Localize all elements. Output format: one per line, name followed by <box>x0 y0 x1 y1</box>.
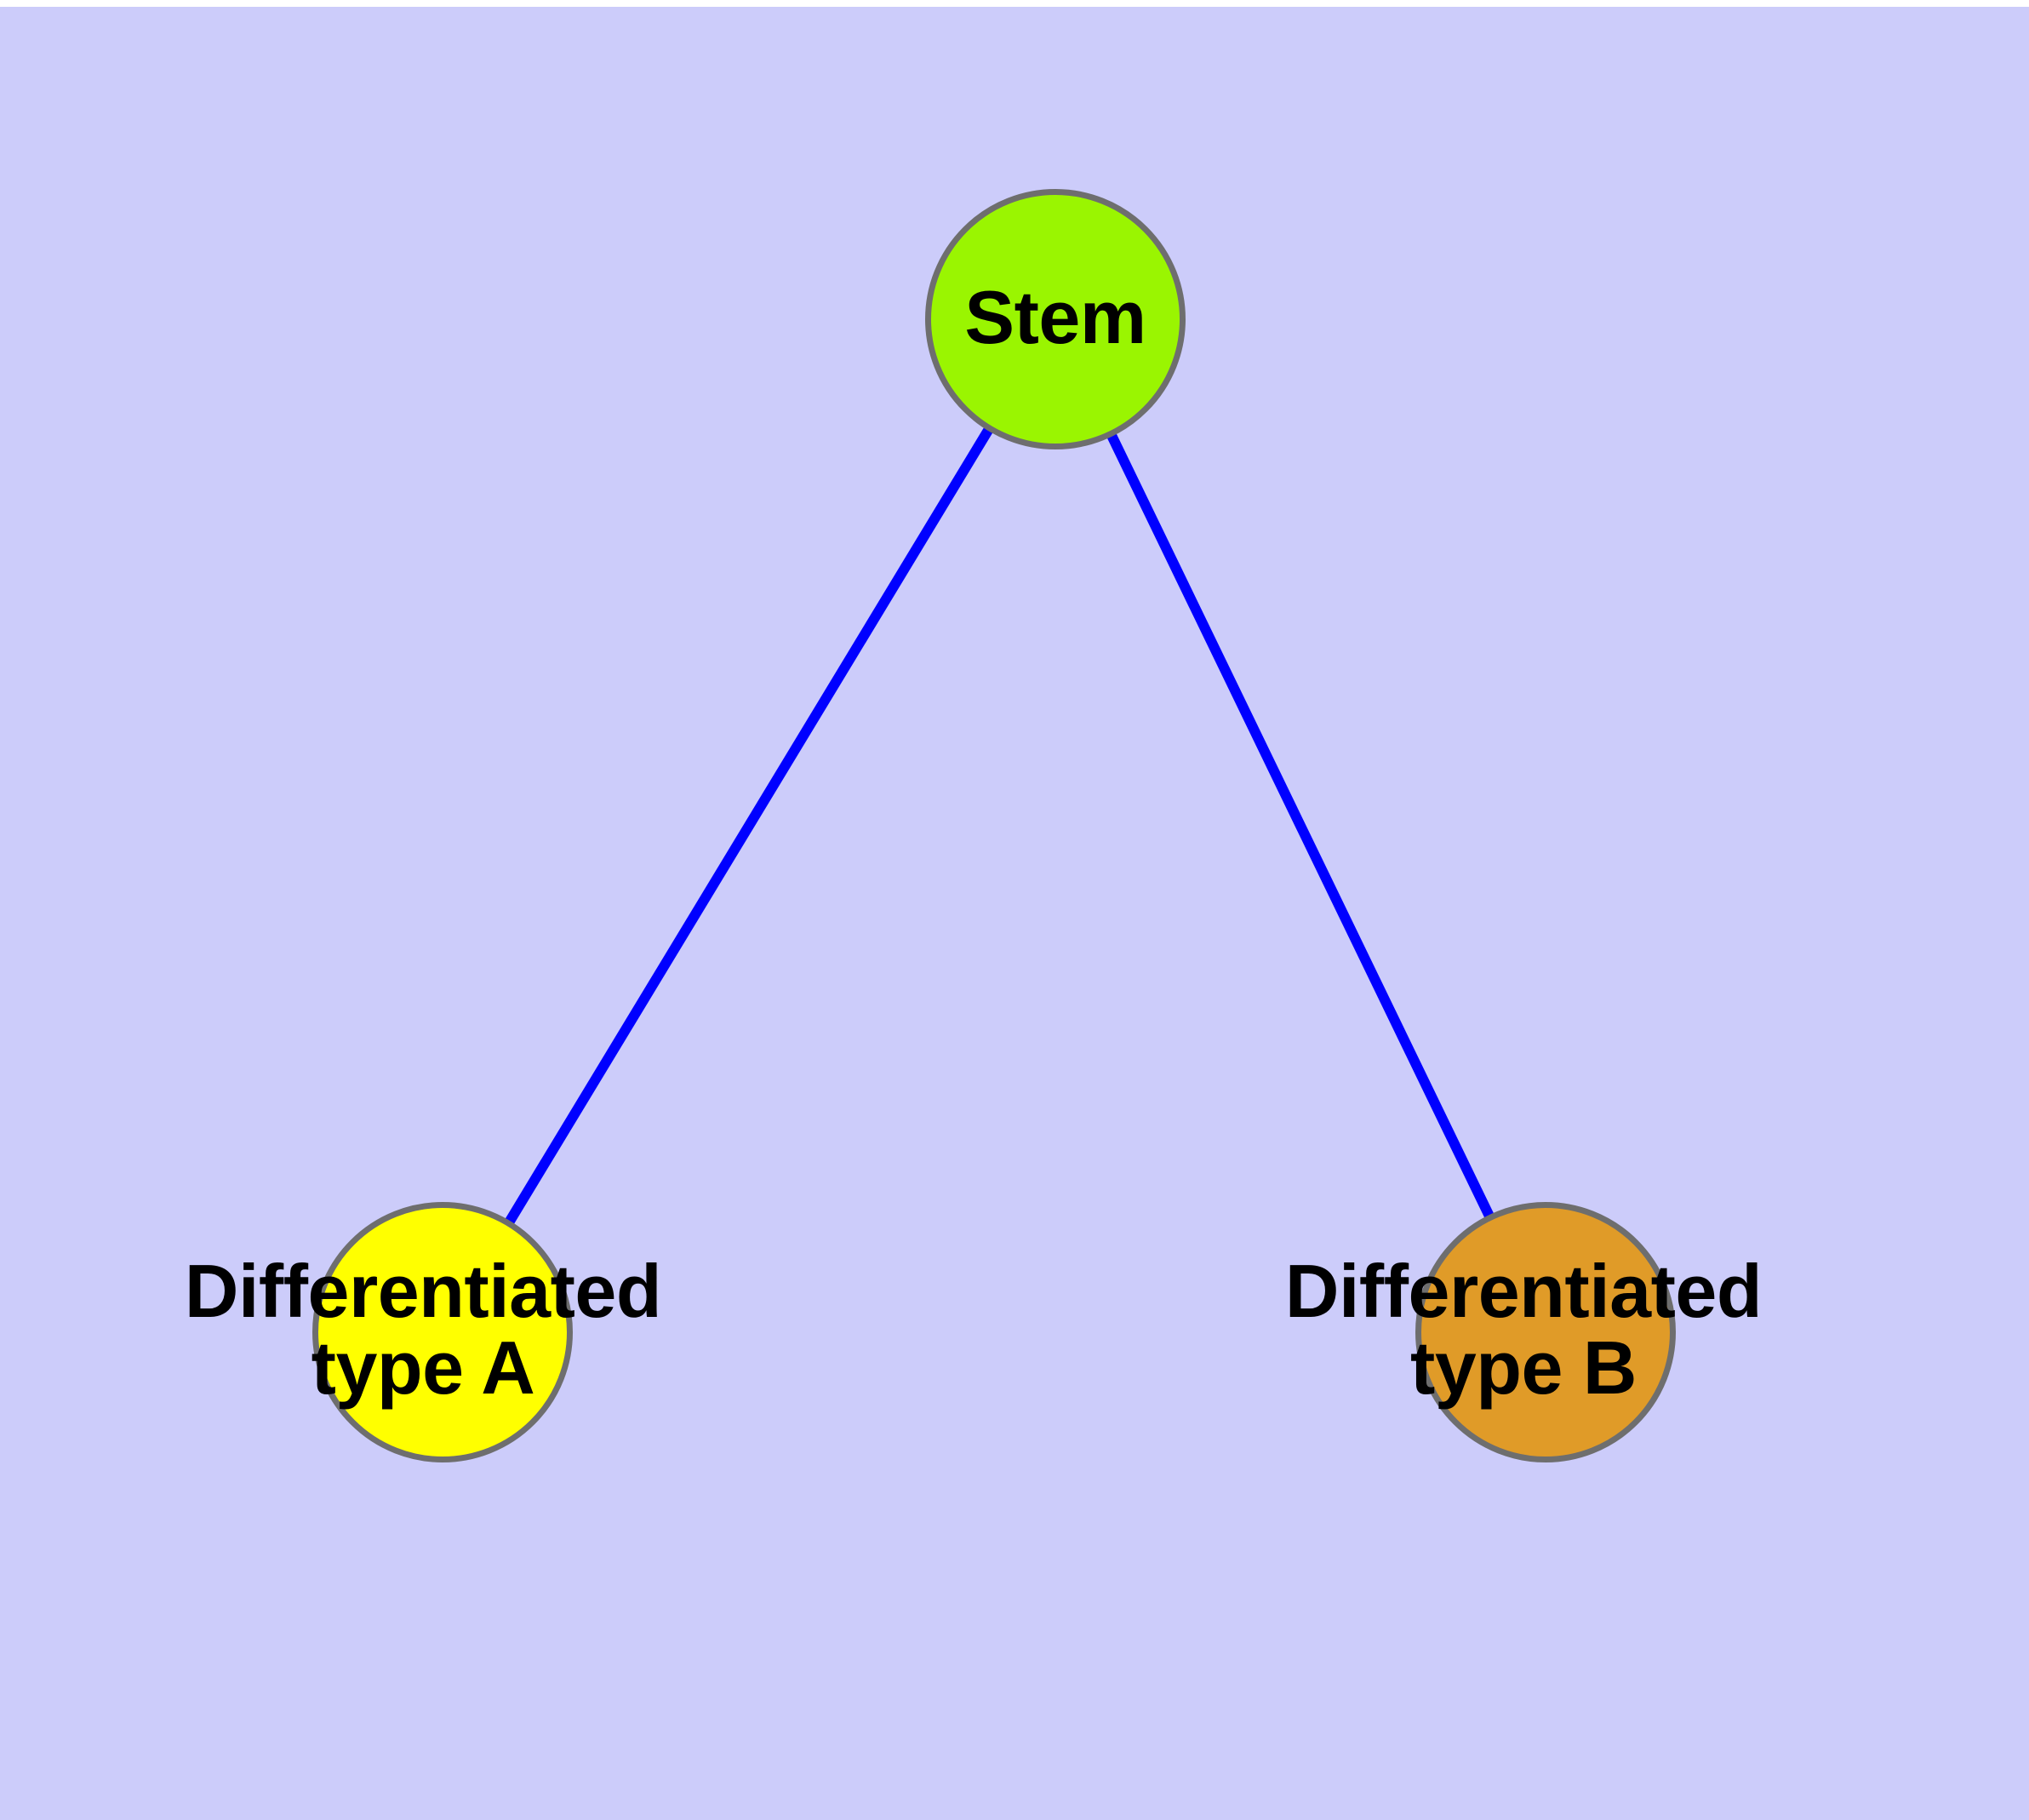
node-differentiated-type-a-label: Differentiated type A <box>184 1249 662 1410</box>
node-differentiated-type-b-label: Differentiated type B <box>1284 1249 1763 1410</box>
node-stem-label: Stem <box>964 275 1146 359</box>
